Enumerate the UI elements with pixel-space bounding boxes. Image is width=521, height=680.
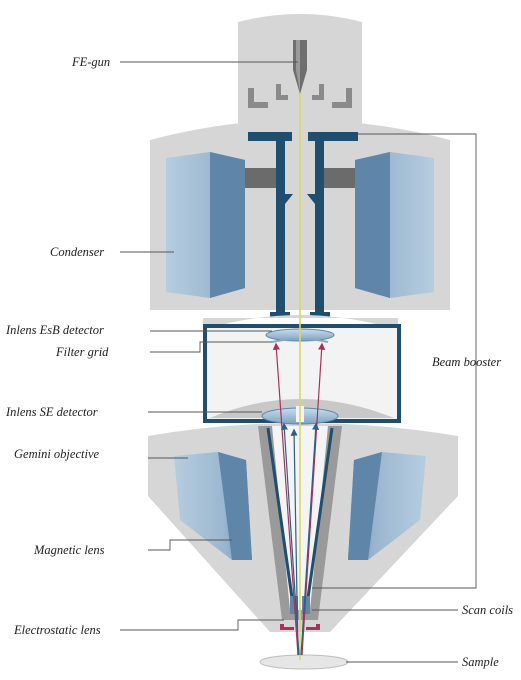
- magnetic-lens-left: [174, 452, 252, 560]
- esb-signal-paths: [272, 342, 326, 656]
- label-fe-gun: FE-gun: [71, 55, 110, 69]
- label-condenser: Condenser: [50, 245, 104, 259]
- label-filter-grid: Filter grid: [55, 345, 109, 359]
- se-signal-paths: [280, 422, 320, 656]
- sample-stage: [259, 654, 349, 670]
- label-scan-coils: Scan coils: [462, 603, 513, 617]
- beam-booster-tube: [248, 132, 358, 318]
- electrostatic-lens: [280, 624, 320, 630]
- label-inlens-esb-detector: Inlens EsB detector: [5, 323, 104, 337]
- label-beam-booster: Beam booster: [432, 355, 501, 369]
- label-sample: Sample: [462, 655, 499, 669]
- label-inlens-se-detector: Inlens SE detector: [5, 405, 98, 419]
- leader-lines: [120, 61, 477, 663]
- label-gemini-objective: Gemini objective: [14, 447, 99, 461]
- condenser-lens-right: [355, 152, 434, 298]
- label-magnetic-lens: Magnetic lens: [33, 543, 105, 557]
- beam-booster-liner: [266, 427, 334, 613]
- magnetic-lens-right: [348, 452, 426, 560]
- label-electrostatic-lens: Electrostatic lens: [13, 623, 101, 637]
- fe-gun-tip: [293, 40, 307, 94]
- condenser-lens-left: [166, 152, 245, 298]
